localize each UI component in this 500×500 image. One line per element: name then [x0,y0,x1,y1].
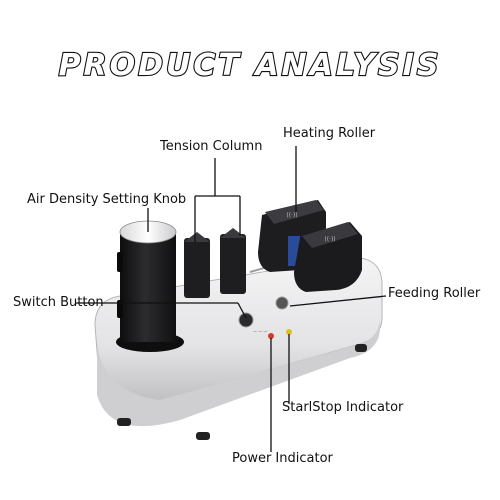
label-air-density-knob: Air Density Setting Knob [27,192,187,207]
page-title: PRODUCT ANALYSIS [57,47,442,84]
label-tension-column: Tension Column [160,139,263,154]
label-feeding-roller: Feeding Roller [388,286,481,301]
power-indicator-light [268,333,274,339]
leader-lines [75,146,387,452]
start-stop-indicator-light [286,329,292,335]
svg-text:— — —: — — — [253,329,268,334]
switch-button: — — — [238,296,289,334]
label-heating-roller: Heating Roller [283,126,376,141]
feeding-roller: ((·)) [294,222,362,292]
svg-text:((·)): ((·)) [324,236,335,243]
tension-column [184,228,246,298]
svg-text:((·)): ((·)) [286,212,297,219]
air-density-knob [116,220,184,352]
label-power-indicator: Power Indicator [232,451,333,466]
label-switch-button: Switch Button [13,295,104,310]
label-start-stop-indicator: StarlStop Indicator [282,400,404,415]
